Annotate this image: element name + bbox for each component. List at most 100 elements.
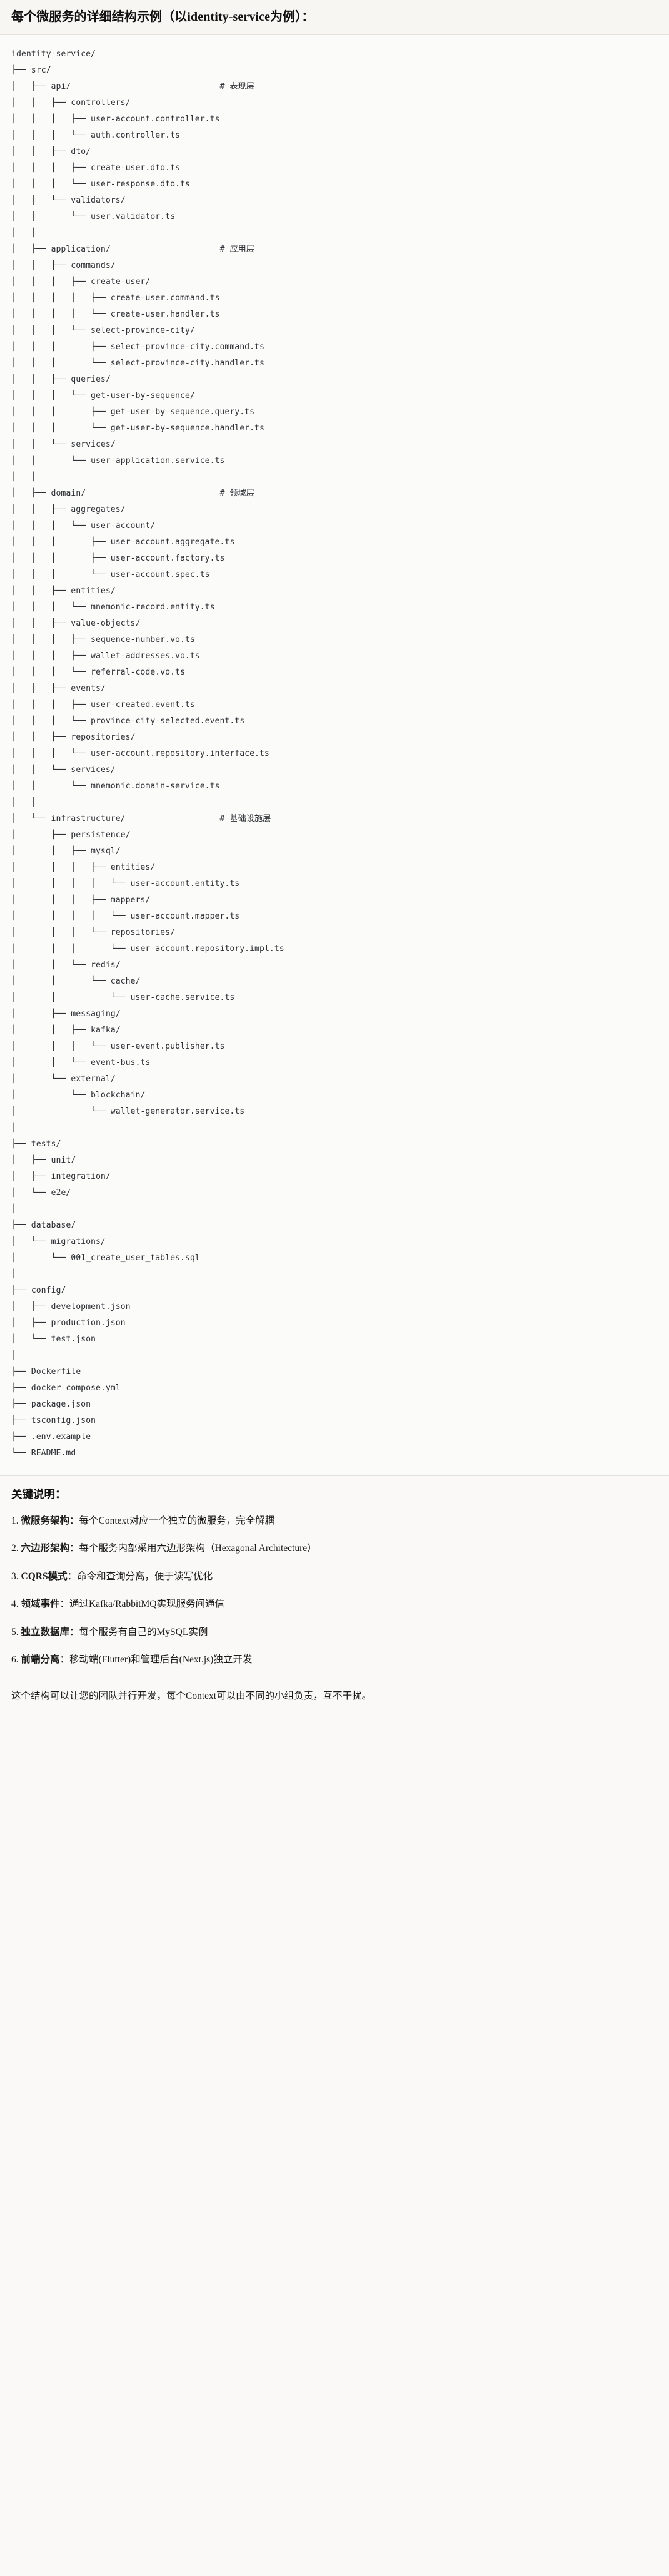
tree-line: │ │ │ └── user-account.repository.impl.t… [11, 944, 284, 954]
page-root: 每个微服务的详细结构示例（以identity-service为例）： ident… [0, 0, 669, 1716]
key-notes-heading: 关键说明： [11, 1488, 66, 1500]
tree-line: │ │ │ ├── select-province-city.command.t… [11, 342, 264, 352]
tree-line: │ ├── development.json [11, 1302, 131, 1311]
tree-line: │ │ └── event-bus.ts [11, 1058, 151, 1067]
tree-line: │ │ [11, 472, 36, 482]
tree-line: │ │ │ └── referral-code.vo.ts [11, 668, 185, 677]
tree-line: │ [11, 1123, 16, 1133]
tree-line: │ │ │ └── user-account/ [11, 521, 156, 531]
key-note-index: 6. [11, 1654, 21, 1666]
tree-line: │ │ │ └── user-event.publisher.ts [11, 1042, 225, 1051]
key-note-description: ：移动端(Flutter)和管理后台(Next.js)独立开发 [59, 1654, 253, 1666]
tree-line: │ │ └── redis/ [11, 960, 121, 970]
tree-line: ├── database/ [11, 1221, 76, 1230]
directory-tree: identity-service/ ├── src/ │ ├── api/ # 表现… [11, 46, 658, 1462]
tree-line: │ │ │ └── select-province-city/ [11, 326, 195, 335]
tree-line: identity-service/ [11, 49, 96, 59]
tree-line: │ ├── domain/ # 领域层 [11, 489, 254, 498]
tree-line: │ ├── production.json [11, 1318, 126, 1328]
key-note-description: ：通过Kafka/RabbitMQ实现服务间通信 [59, 1599, 224, 1610]
tree-line: │ │ └── validators/ [11, 196, 126, 205]
tree-line: ├── config/ [11, 1286, 66, 1295]
tree-line: │ └── e2e/ [11, 1188, 71, 1198]
tree-line: ├── src/ [11, 66, 51, 75]
tree-line: │ [11, 1270, 16, 1279]
tree-line: │ ├── application/ # 应用层 [11, 245, 254, 254]
key-notes-list: 1. 微服务架构：每个Context对应一个独立的微服务，完全解耦 2. 六边形架… [11, 1514, 658, 1667]
tree-line: │ │ ├── events/ [11, 684, 106, 693]
tree-line: │ │ └── user-cache.service.ts [11, 993, 235, 1002]
directory-tree-panel: identity-service/ ├── src/ │ ├── api/ # 表现… [0, 35, 669, 1476]
tree-line: │ │ │ └── user-account.spec.ts [11, 570, 210, 579]
page-title: 每个微服务的详细结构示例（以identity-service为例）： [11, 10, 314, 24]
tree-line: │ │ │ ├── mappers/ [11, 895, 151, 905]
tree-line: │ ├── unit/ [11, 1156, 76, 1165]
tree-line: │ │ ├── commands/ [11, 261, 116, 270]
tree-line: │ └── wallet-generator.service.ts [11, 1107, 245, 1116]
tree-line: │ │ │ └── user-response.dto.ts [11, 180, 190, 189]
tree-line: │ │ │ └── user-account.repository.interf… [11, 749, 269, 758]
tree-line: ├── package.json [11, 1400, 91, 1409]
tree-line: ├── Dockerfile [11, 1367, 81, 1377]
tree-line: │ │ │ ├── wallet-addresses.vo.ts [11, 651, 200, 661]
tree-line: ├── tsconfig.json [11, 1416, 96, 1425]
tree-line: │ [11, 1204, 16, 1214]
tree-line: │ │ │ ├── create-user.dto.ts [11, 163, 180, 173]
key-note-description: ：每个Context对应一个独立的微服务，完全解耦 [69, 1515, 275, 1526]
tree-layer-comment: # 基础设施层 [219, 814, 271, 823]
tree-line: │ │ │ └── auth.controller.ts [11, 131, 180, 140]
tree-line: │ │ │ └── get-user-by-sequence/ [11, 391, 195, 400]
tree-layer-comment: # 领域层 [219, 489, 254, 498]
tree-line: │ └── 001_create_user_tables.sql [11, 1253, 200, 1263]
tree-line: │ └── blockchain/ [11, 1091, 146, 1100]
key-note-term: CQRS模式 [21, 1571, 68, 1582]
header-banner: 每个微服务的详细结构示例（以identity-service为例）： [0, 0, 669, 35]
tree-line: │ ├── messaging/ [11, 1009, 121, 1019]
tree-line: │ │ └── cache/ [11, 977, 141, 986]
key-note-index: 1. [11, 1515, 21, 1526]
tree-line: │ │ │ │ └── user-account.entity.ts [11, 879, 240, 888]
tree-line: │ │ │ ├── user-account.controller.ts [11, 115, 220, 124]
tree-layer-comment: # 表现层 [219, 82, 254, 91]
tree-layer-comment: # 应用层 [219, 245, 254, 254]
key-notes-section: 关键说明： 1. 微服务架构：每个Context对应一个独立的微服务，完全解耦 2… [0, 1476, 669, 1684]
tree-line: │ [11, 1351, 16, 1360]
tree-line: │ │ └── mnemonic.domain-service.ts [11, 781, 220, 791]
key-note-item: 6. 前端分离：移动端(Flutter)和管理后台(Next.js)独立开发 [11, 1653, 658, 1667]
tree-line: │ └── test.json [11, 1335, 96, 1344]
tree-line: │ │ ├── queries/ [11, 375, 111, 384]
tree-line: │ └── migrations/ [11, 1237, 106, 1246]
tree-line: │ │ [11, 798, 36, 807]
key-note-description: ：命令和查询分离，便于读写优化 [67, 1571, 213, 1582]
tree-line: │ │ │ └── mnemonic-record.entity.ts [11, 603, 215, 612]
key-note-index: 4. [11, 1599, 21, 1610]
key-note-term: 六边形架构 [21, 1543, 70, 1554]
tree-line: │ │ │ ├── entities/ [11, 863, 156, 872]
tree-line: │ │ ├── controllers/ [11, 98, 131, 108]
tree-line: │ └── infrastructure/ # 基础设施层 [11, 814, 271, 823]
key-note-index: 3. [11, 1571, 21, 1582]
tree-line: │ │ └── user-application.service.ts [11, 456, 225, 466]
key-note-term: 领域事件 [21, 1599, 60, 1610]
tree-line: │ │ │ ├── user-created.event.ts [11, 700, 195, 710]
tree-line: │ │ └── services/ [11, 440, 116, 449]
key-note-description: ：每个服务有自己的MySQL实例 [69, 1626, 208, 1637]
tree-line: │ │ │ ├── user-account.aggregate.ts [11, 537, 235, 547]
footer-summary: 这个结构可以让您的团队并行开发，每个Context可以由不同的小组负责，互不干扰… [0, 1683, 669, 1716]
tree-line: │ │ │ └── get-user-by-sequence.handler.t… [11, 424, 264, 433]
tree-line: │ │ │ ├── sequence-number.vo.ts [11, 635, 195, 644]
key-note-item: 4. 领域事件：通过Kafka/RabbitMQ实现服务间通信 [11, 1597, 658, 1611]
tree-line: │ │ └── services/ [11, 765, 116, 775]
tree-line: │ │ │ ├── create-user/ [11, 277, 151, 287]
tree-line: │ └── external/ [11, 1074, 116, 1084]
key-note-item: 3. CQRS模式：命令和查询分离，便于读写优化 [11, 1570, 658, 1584]
tree-line: │ │ ├── entities/ [11, 586, 116, 596]
key-note-item: 2. 六边形架构：每个服务内部采用六边形架构（Hexagonal Archite… [11, 1542, 658, 1555]
key-note-item: 5. 独立数据库：每个服务有自己的MySQL实例 [11, 1626, 658, 1639]
key-note-term: 微服务架构 [21, 1515, 70, 1526]
tree-line: │ │ ├── repositories/ [11, 733, 136, 742]
tree-line: │ │ ├── kafka/ [11, 1026, 121, 1035]
tree-line: │ ├── integration/ [11, 1172, 111, 1181]
key-note-term: 前端分离 [21, 1654, 60, 1666]
tree-line: │ ├── api/ # 表现层 [11, 82, 254, 91]
